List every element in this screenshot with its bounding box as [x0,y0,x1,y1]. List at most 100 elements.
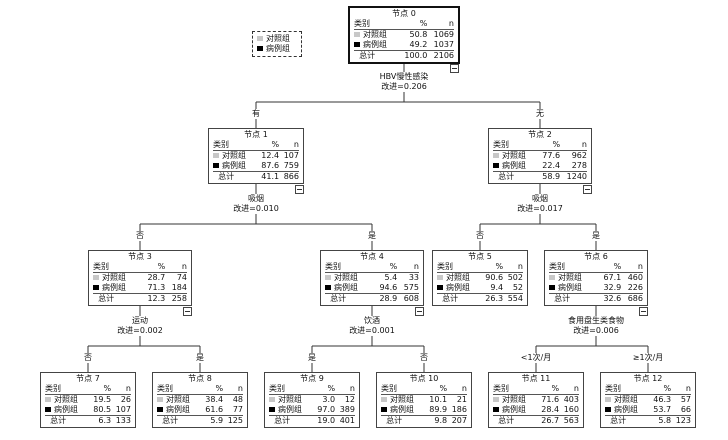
total-label: 总计 [549,294,571,303]
node-title: 节点 12 [633,374,663,383]
col-n: n [279,140,299,151]
split-improvement: 改进=0.206 [381,82,427,91]
row-percent: 22.4 [536,161,561,172]
col-percent: % [423,384,448,395]
col-category: 类别 [437,262,480,273]
edge-label: 否 [136,231,144,241]
total-percent: 58.9 [542,172,561,181]
collapse-toggle-icon[interactable] [583,185,592,194]
category-swatch-icon [213,163,219,168]
row-percent: 71.6 [541,395,560,404]
col-percent: % [311,384,336,395]
row-n: 460 [627,273,643,282]
category-swatch-icon [493,397,499,402]
node-title: 节点 2 [528,130,552,139]
total-percent: 6.3 [98,416,112,425]
category-swatch-icon [493,163,499,168]
category-swatch-icon [605,397,611,402]
edge-label: 是 [196,353,204,363]
row-percent: 28.7 [147,273,166,282]
split-variable: 食用盘生类食物 [568,316,624,325]
row-n: 21 [456,395,467,404]
col-n: n [559,384,579,395]
collapse-toggle-icon[interactable] [415,307,424,316]
legend-swatch-icon [257,36,263,41]
node-title: 节点 0 [392,9,416,18]
row-percent: 32.9 [595,283,622,294]
row-n: 52 [503,283,523,294]
category-swatch-icon [325,285,331,290]
row-category: 病例组 [493,161,537,172]
row-category: 病例组 [157,405,200,416]
collapse-toggle-icon[interactable] [450,64,459,73]
row-category: 对照组 [213,151,256,162]
total-n: 207 [451,416,467,425]
node-title: 节点 9 [300,374,324,383]
total-label: 总计 [493,416,515,425]
edge-label: 是 [592,231,600,241]
row-n: 389 [335,405,355,416]
col-n: n [671,384,691,395]
collapse-toggle-icon[interactable] [183,307,192,316]
col-category: 类别 [354,19,398,30]
total-n: 563 [563,416,579,425]
total-n: 686 [627,294,643,303]
col-category: 类别 [605,384,648,395]
col-category: 类别 [93,262,140,273]
category-swatch-icon [93,275,99,280]
collapse-toggle-icon[interactable] [639,307,648,316]
row-n: 502 [507,273,523,282]
row-percent: 77.6 [542,151,561,160]
col-category: 类别 [213,140,256,151]
collapse-toggle-icon[interactable] [295,185,304,194]
row-percent: 80.5 [87,405,112,416]
total-percent: 9.8 [434,416,448,425]
row-percent: 10.1 [429,395,448,404]
col-n: n [165,262,187,273]
split-label: 吸烟改进=0.017 [495,194,585,214]
category-swatch-icon [437,285,443,290]
split-variable: 饮酒 [364,316,380,325]
row-category: 病例组 [549,283,596,294]
row-category: 病例组 [381,405,424,416]
edge-label: 有 [252,109,260,119]
split-improvement: 改进=0.001 [349,326,395,335]
row-category: 对照组 [354,30,397,41]
row-percent: 89.9 [423,405,448,416]
node-title: 节点 5 [468,252,492,261]
category-swatch-icon [549,285,555,290]
